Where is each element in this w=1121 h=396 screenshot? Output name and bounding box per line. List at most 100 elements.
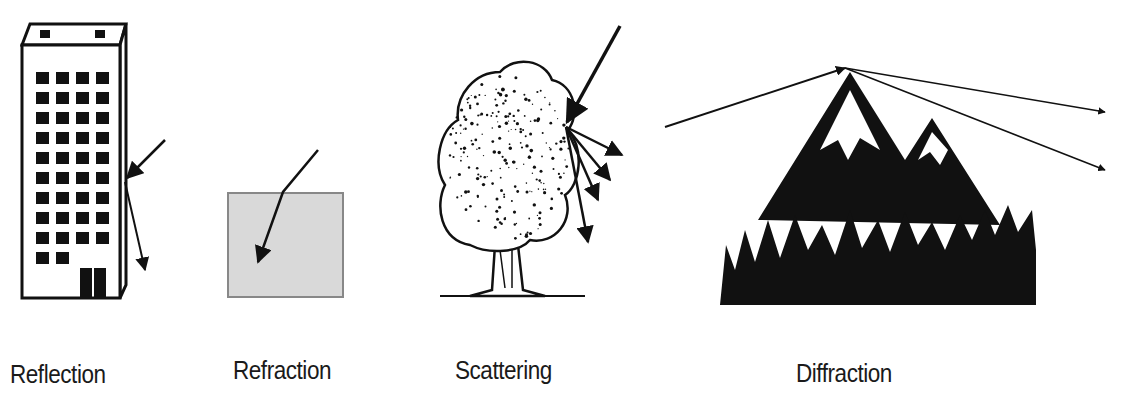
leaf-dot	[492, 112, 494, 114]
leaf-dot	[449, 177, 450, 178]
leaf-dot	[449, 154, 451, 156]
leaf-dot	[520, 233, 522, 235]
window	[76, 92, 89, 104]
leaf-dot	[463, 116, 465, 118]
leaf-dot	[450, 133, 453, 136]
leaf-dot	[463, 151, 465, 153]
leaf-dot	[533, 203, 536, 206]
leaf-dot	[526, 182, 528, 184]
leaf-dot	[464, 128, 466, 130]
leaf-dot	[508, 112, 511, 115]
leaf-dot	[464, 118, 467, 121]
window	[36, 92, 49, 104]
window	[96, 72, 109, 84]
leaf-dot	[502, 102, 504, 104]
leaf-dot	[507, 115, 509, 117]
leaf-dot	[478, 94, 480, 96]
leaf-dot	[539, 211, 542, 214]
leaf-dot	[460, 108, 463, 111]
leaf-dot	[484, 176, 487, 179]
leaf-dot	[504, 159, 507, 162]
leaf-dot	[505, 122, 508, 125]
leaf-dot	[540, 90, 542, 92]
leaf-dot	[468, 166, 470, 168]
leaf-dot	[528, 156, 531, 159]
leaf-dot	[508, 130, 509, 131]
window	[56, 132, 69, 144]
window	[56, 72, 69, 84]
leaf-dot	[524, 115, 526, 117]
leaf-dot	[495, 89, 497, 91]
leaf-dot	[500, 177, 502, 179]
leaf-dot	[461, 195, 463, 197]
leaf-dot	[498, 111, 500, 113]
leaf-dot	[497, 121, 498, 122]
leaf-dot	[521, 146, 523, 148]
window	[76, 192, 89, 204]
leaf-dot	[486, 114, 488, 116]
leaf-dot	[525, 144, 528, 147]
leaf-dot	[456, 116, 458, 118]
leaf-dot	[452, 156, 454, 158]
leaf-dot	[454, 142, 457, 145]
leaf-dot	[563, 140, 565, 142]
leaf-dot	[490, 115, 492, 117]
leaf-dot	[467, 156, 468, 157]
leaf-dot	[503, 194, 505, 196]
leaf-dot	[513, 120, 515, 122]
leaf-dot	[499, 168, 501, 170]
leaf-dot	[476, 177, 479, 180]
leaf-dot	[476, 124, 478, 126]
leaf-dot	[529, 155, 530, 156]
leaf-dot	[491, 182, 494, 185]
leaf-dot	[477, 195, 479, 197]
window	[56, 232, 69, 244]
leaf-dot	[513, 90, 516, 93]
leaf-dot	[499, 93, 502, 96]
leaf-dot	[469, 205, 472, 208]
leaf-dot	[504, 100, 506, 102]
window	[76, 172, 89, 184]
leaf-dot	[516, 223, 517, 224]
leaf-dot	[480, 113, 483, 116]
leaf-dot	[480, 83, 483, 86]
leaf-dot	[559, 140, 562, 143]
leaf-dot	[496, 197, 499, 200]
window	[96, 152, 109, 164]
leaf-dot	[461, 156, 462, 157]
window	[76, 72, 89, 84]
leaf-dot	[513, 211, 516, 214]
leaf-dot	[452, 127, 454, 129]
leaf-dot	[464, 190, 468, 194]
leaf-dot	[529, 232, 532, 235]
leaf-dot	[530, 121, 532, 123]
leaf-dot	[516, 168, 517, 169]
leaf-dot	[477, 115, 479, 117]
window	[56, 192, 69, 204]
leaf-dot	[530, 149, 534, 153]
leaf-dot	[563, 173, 565, 175]
window	[96, 132, 109, 144]
leaf-dot	[516, 190, 519, 193]
tree	[439, 26, 622, 296]
leaf-dot	[550, 207, 553, 210]
leaf-dot	[509, 147, 512, 150]
leaf-dot	[480, 175, 482, 177]
leaf-dot	[549, 122, 552, 125]
leaf-dot	[557, 187, 560, 190]
leaf-dot	[467, 102, 469, 104]
leaf-dot	[549, 147, 550, 148]
leaf-dot	[559, 148, 562, 151]
leaf-dot	[538, 179, 541, 182]
leaf-dot	[463, 147, 466, 150]
leaf-dot	[478, 147, 480, 149]
leaf-dot	[517, 109, 520, 112]
leaf-dot	[504, 218, 507, 221]
leaf-dot	[496, 115, 498, 117]
window	[56, 152, 69, 164]
leaf-dot	[460, 133, 461, 134]
leaf-dot	[533, 166, 536, 169]
leaf-dot	[523, 164, 524, 165]
leaf-dot	[476, 103, 479, 106]
leaf-dot	[498, 137, 501, 140]
